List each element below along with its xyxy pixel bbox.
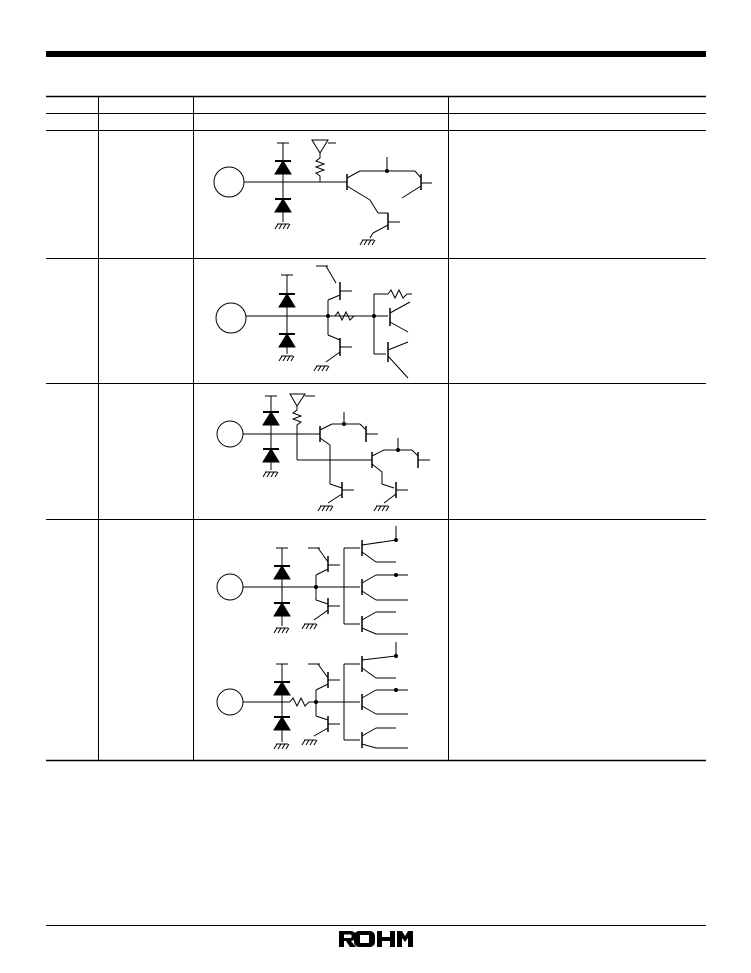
circuit-row-3: [216, 393, 430, 512]
circuit-row-4b: [216, 642, 408, 750]
table-rules: [46, 95, 706, 762]
circuit-row-1: [213, 139, 432, 246]
header-rule: [46, 51, 706, 57]
rohm-logo: [338, 929, 414, 949]
circuit-row-2: [215, 265, 412, 379]
circuit-row-4a: [216, 526, 408, 635]
